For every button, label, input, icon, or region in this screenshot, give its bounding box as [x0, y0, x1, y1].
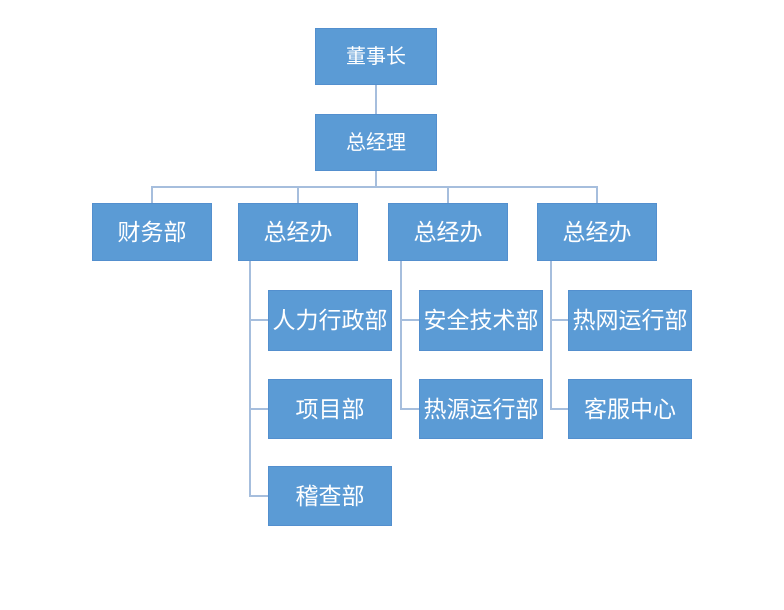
- connector-drop-office1: [297, 188, 299, 203]
- org-node-chairman[interactable]: 董事长: [315, 28, 437, 85]
- org-node-general-manager[interactable]: 总经理: [315, 114, 437, 171]
- connector-drop-office3: [596, 188, 598, 203]
- org-node-chairman-label: 董事长: [346, 45, 406, 68]
- org-node-service-center[interactable]: 客服中心: [568, 379, 692, 439]
- org-node-office1-label: 总经办: [263, 219, 333, 245]
- connector-hang-office2: [400, 261, 402, 410]
- connector-stub-hr: [251, 319, 268, 321]
- connector-level3-rail: [151, 186, 598, 188]
- org-node-project-label: 项目部: [295, 396, 365, 422]
- org-node-finance[interactable]: 财务部: [92, 203, 212, 261]
- connector-stub-service: [552, 408, 568, 410]
- connector-drop-office2: [447, 188, 449, 203]
- org-node-office3-label: 总经办: [562, 219, 632, 245]
- connector-chairman-gm: [375, 85, 377, 114]
- org-node-heat-network-label: 热网运行部: [572, 308, 688, 333]
- org-node-heat-network[interactable]: 热网运行部: [568, 290, 692, 351]
- org-node-office1[interactable]: 总经办: [238, 203, 358, 261]
- connector-stub-safety: [402, 319, 419, 321]
- org-node-project[interactable]: 项目部: [268, 379, 392, 439]
- org-node-hr-admin[interactable]: 人力行政部: [268, 290, 392, 351]
- org-node-office2[interactable]: 总经办: [388, 203, 508, 261]
- org-node-heat-source[interactable]: 热源运行部: [419, 379, 543, 439]
- connector-stub-audit: [251, 495, 268, 497]
- org-node-heat-source-label: 热源运行部: [423, 396, 539, 422]
- connector-stub-heat-network: [552, 319, 568, 321]
- connector-hang-office1: [249, 261, 251, 497]
- connector-stub-heat-source: [402, 408, 419, 410]
- connector-drop-finance: [151, 188, 153, 203]
- org-node-finance-label: 财务部: [117, 219, 187, 245]
- org-node-hr-admin-label: 人力行政部: [272, 308, 388, 333]
- org-node-safety-tech[interactable]: 安全技术部: [419, 290, 543, 351]
- org-node-service-center-label: 客服中心: [584, 396, 676, 422]
- connector-hang-office3: [550, 261, 552, 410]
- connector-stub-project: [251, 408, 268, 410]
- org-node-general-manager-label: 总经理: [346, 131, 406, 154]
- org-node-safety-tech-label: 安全技术部: [423, 308, 539, 333]
- org-node-audit[interactable]: 稽查部: [268, 466, 392, 526]
- org-node-audit-label: 稽查部: [295, 483, 365, 509]
- org-node-office2-label: 总经办: [413, 219, 483, 245]
- org-node-office3[interactable]: 总经办: [537, 203, 657, 261]
- connector-gm-rail: [375, 171, 377, 187]
